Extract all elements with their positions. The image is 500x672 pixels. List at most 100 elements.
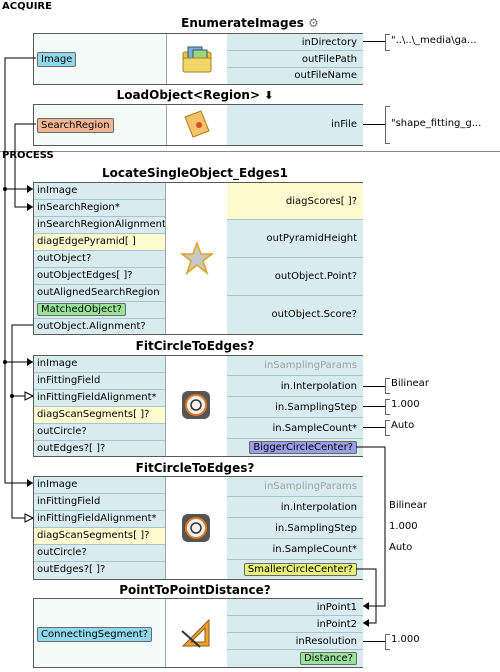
port-in-sampling-step[interactable]: in.SamplingStep xyxy=(227,518,363,539)
port-out-object-score[interactable]: outObject.Score? xyxy=(227,296,363,334)
wire-smaller-center xyxy=(356,568,377,624)
port-matched-object-row: MatchedObject? xyxy=(34,302,165,319)
port-in-directory[interactable]: inDirectory xyxy=(227,34,363,51)
port-in-point1[interactable]: inPoint1 xyxy=(227,599,363,616)
port-in-fitting-field[interactable]: inFittingField xyxy=(34,494,165,511)
port-out-circle[interactable]: outCircle? xyxy=(34,545,165,562)
port-out-object[interactable]: outObject? xyxy=(34,251,165,268)
wire-stub xyxy=(363,641,385,642)
var-bigger-circle-center[interactable]: BiggerCircleCenter? xyxy=(249,441,357,454)
var-smaller-circle-center[interactable]: SmallerCircleCenter? xyxy=(243,563,357,576)
port-out-circle[interactable]: outCircle? xyxy=(34,424,165,441)
port-in-file[interactable]: inFile xyxy=(227,105,363,145)
port-out-file-name[interactable]: outFileName xyxy=(227,68,363,84)
node-title-text: EnumerateImages xyxy=(181,16,304,30)
port-in-sampling-params[interactable]: inSamplingParams xyxy=(227,356,363,376)
wire-alignment xyxy=(11,324,33,519)
port-out-object-point[interactable]: outObject.Point? xyxy=(227,258,363,296)
node-title-text: LoadObject<Region> xyxy=(116,88,261,102)
value-sampling-step-1[interactable]: 1.000 xyxy=(391,399,420,410)
var-connecting-segment[interactable]: ConnectingSegment? xyxy=(37,627,153,642)
node-inputs: inImage inFittingField inFittingFieldAli… xyxy=(34,477,165,579)
value-in-resolution[interactable]: 1.000 xyxy=(391,634,420,645)
port-diag-edge-pyramid[interactable]: diagEdgePyramid[ ] xyxy=(34,234,165,251)
value-bracket xyxy=(385,420,390,436)
folder-images-icon xyxy=(181,44,213,79)
port-in-resolution[interactable]: inResolution xyxy=(227,633,363,650)
node-inputs: inImage inFittingField inFittingFieldAli… xyxy=(34,356,165,456)
star-shape-icon xyxy=(179,240,215,278)
node-locate-single-object[interactable]: inImage inSearchRegion* inSearchRegionAl… xyxy=(33,182,363,335)
node-title-fit-circle-1[interactable]: FitCircleToEdges? xyxy=(135,339,255,353)
node-outputs: inDirectory outFilePath outFileName xyxy=(227,34,363,84)
port-in-search-region-alignment[interactable]: inSearchRegionAlignment* xyxy=(34,217,165,234)
wire-search-region xyxy=(14,123,36,208)
value-sample-count-2[interactable]: Auto xyxy=(389,542,413,553)
port-in-point2[interactable]: inPoint2 xyxy=(227,616,363,633)
node-inputs: Image xyxy=(34,34,166,84)
gear-icon[interactable]: ⚙ xyxy=(308,16,319,30)
value-bracket xyxy=(385,399,390,415)
download-arrow-icon: ⬇ xyxy=(264,89,274,102)
node-title-point-to-point[interactable]: PointToPointDistance? xyxy=(119,583,271,597)
port-in-search-region[interactable]: inSearchRegion* xyxy=(34,200,165,217)
node-enumerate-images[interactable]: Image inDirectory outFilePath outFileNam… xyxy=(33,33,363,85)
port-in-fitting-field[interactable]: inFittingField xyxy=(34,373,165,390)
port-in-fitting-field-alignment[interactable]: inFittingFieldAlignment* xyxy=(34,511,165,528)
port-in-sample-count[interactable]: in.SampleCount* xyxy=(227,539,363,560)
port-out-pyramid-height[interactable]: outPyramidHeight xyxy=(227,220,363,258)
node-fit-circle-2[interactable]: inImage inFittingField inFittingFieldAli… xyxy=(33,476,363,580)
port-in-image[interactable]: inImage xyxy=(34,356,165,373)
node-fit-circle-1[interactable]: inImage inFittingField inFittingFieldAli… xyxy=(33,355,363,457)
port-out-edges[interactable]: outEdges?[ ]? xyxy=(34,441,165,456)
value-in-file[interactable]: "shape_fitting_g... xyxy=(391,118,482,129)
node-icon-area xyxy=(165,477,228,579)
port-in-sample-count[interactable]: in.SampleCount* xyxy=(227,418,363,439)
port-out-edges[interactable]: outEdges?[ ]? xyxy=(34,562,165,579)
var-matched-object[interactable]: MatchedObject? xyxy=(37,303,126,316)
node-title-locate[interactable]: LocateSingleObject_Edges1 xyxy=(101,166,289,180)
port-out-aligned-search-region[interactable]: outAlignedSearchRegion xyxy=(34,285,165,302)
node-outputs: inSamplingParams in.Interpolation in.Sam… xyxy=(227,477,363,579)
node-title-enumerate-images[interactable]: EnumerateImages ⚙ xyxy=(0,16,500,30)
port-out-file-path[interactable]: outFilePath xyxy=(227,51,363,68)
port-in-interpolation[interactable]: in.Interpolation xyxy=(227,376,363,397)
node-icon-area xyxy=(166,34,228,84)
wire-stub xyxy=(363,427,385,428)
port-in-sampling-params[interactable]: inSamplingParams xyxy=(227,477,363,497)
circle-target-icon xyxy=(181,390,211,423)
port-diag-scan-segments[interactable]: diagScanSegments[ ]? xyxy=(34,407,165,424)
value-interpolation-2[interactable]: Bilinear xyxy=(389,500,427,511)
port-out-object-edges[interactable]: outObjectEdges[ ]? xyxy=(34,268,165,285)
node-title-fit-circle-2[interactable]: FitCircleToEdges? xyxy=(135,461,255,475)
ruler-triangle-icon xyxy=(180,617,212,652)
port-in-interpolation[interactable]: in.Interpolation xyxy=(227,497,363,518)
section-divider xyxy=(0,151,500,152)
section-acquire: ACQUIRE xyxy=(2,1,52,12)
port-in-sampling-step[interactable]: in.SamplingStep xyxy=(227,397,363,418)
var-image[interactable]: Image xyxy=(37,52,77,67)
var-search-region[interactable]: SearchRegion xyxy=(37,118,114,133)
value-in-directory[interactable]: "..\..\_media\ga... xyxy=(391,35,477,46)
wire-image xyxy=(4,57,36,484)
node-load-object[interactable]: SearchRegion inFile xyxy=(33,104,363,146)
node-icon-area xyxy=(165,599,228,667)
var-distance[interactable]: Distance? xyxy=(299,652,357,665)
port-out-object-alignment[interactable]: outObject.Alignment? xyxy=(34,319,165,334)
port-in-image[interactable]: inImage xyxy=(34,183,165,200)
node-title-load-object[interactable]: LoadObject<Region> ⬇ xyxy=(0,88,390,102)
value-interpolation-1[interactable]: Bilinear xyxy=(391,378,429,389)
value-bracket xyxy=(385,34,390,51)
node-inputs: inImage inSearchRegion* inSearchRegionAl… xyxy=(34,183,165,334)
region-file-icon xyxy=(181,109,213,144)
node-point-to-point-distance[interactable]: ConnectingSegment? inPoint1 inPoint2 inR… xyxy=(33,598,363,668)
value-sampling-step-2[interactable]: 1.000 xyxy=(389,521,418,532)
port-diag-scan-segments[interactable]: diagScanSegments[ ]? xyxy=(34,528,165,545)
port-diag-scores[interactable]: diagScores[ ]? xyxy=(227,183,363,220)
port-in-fitting-field-alignment[interactable]: inFittingFieldAlignment* xyxy=(34,390,165,407)
port-in-image[interactable]: inImage xyxy=(34,477,165,494)
value-sample-count-1[interactable]: Auto xyxy=(391,420,415,431)
port-distance-row: Distance? xyxy=(227,650,363,667)
wire-bigger-center xyxy=(356,446,386,607)
